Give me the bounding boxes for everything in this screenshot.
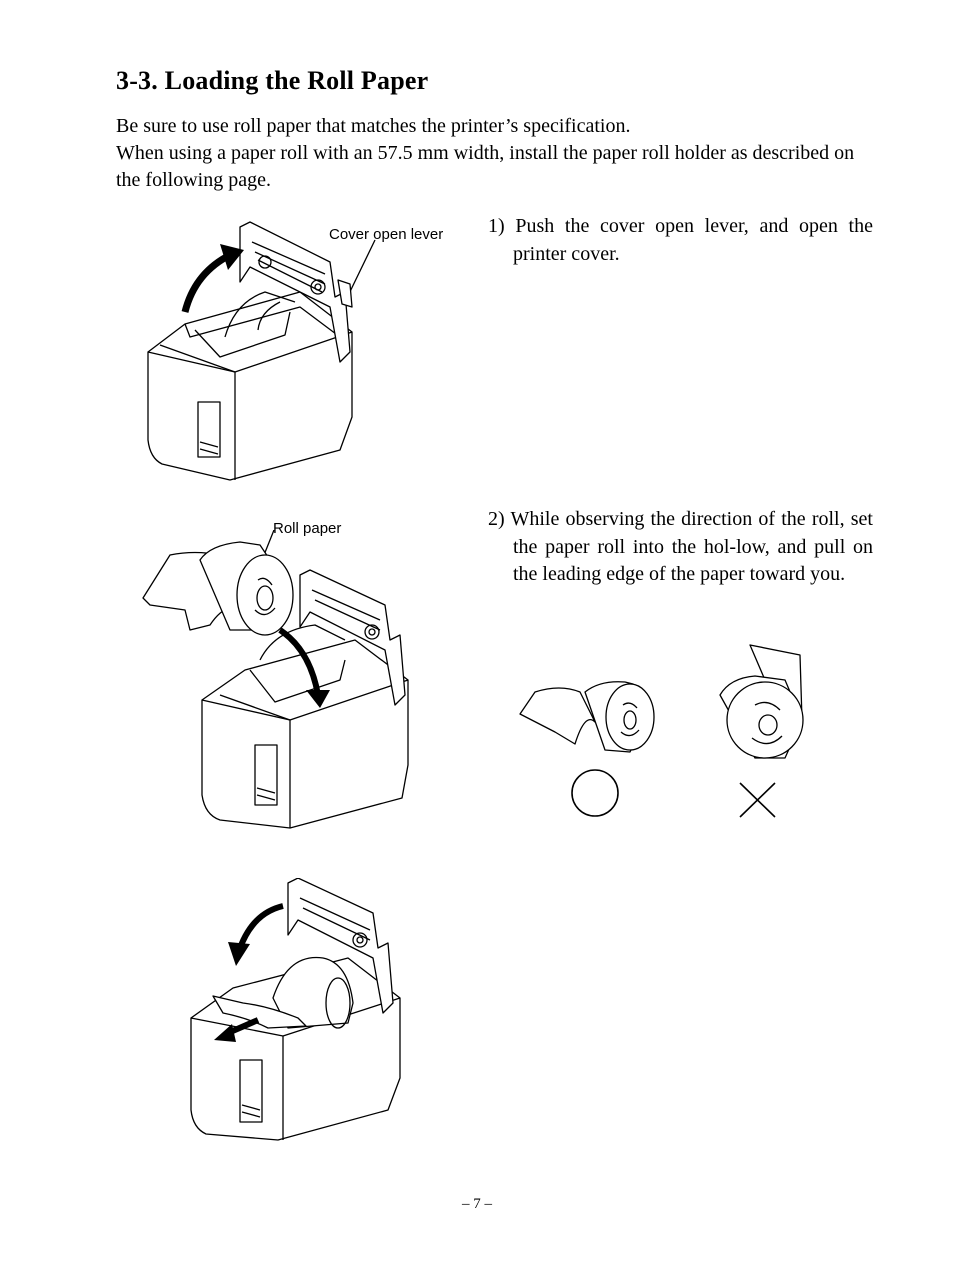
- step-1-text: 1) Push the cover open lever, and open t…: [488, 215, 873, 265]
- intro-line-2: When using a paper roll with an 57.5 mm …: [116, 142, 855, 191]
- step-2-text: 2) While observing the direction of the …: [488, 508, 873, 585]
- printer-open-cover-illustration: [140, 212, 470, 487]
- insert-roll-paper-illustration: [140, 530, 420, 830]
- section-title: 3-3. Loading the Roll Paper: [116, 66, 429, 95]
- cover-open-lever-label: Cover open lever: [329, 226, 444, 243]
- ok-circle-icon: [572, 770, 618, 816]
- roll-paper-label: Roll paper: [273, 520, 342, 537]
- roll-correct-orientation-illustration: [515, 672, 665, 822]
- intro-line-1: Be sure to use roll paper that matches t…: [116, 115, 631, 137]
- roll-incorrect-orientation-illustration: [710, 640, 810, 820]
- intro-text: Be sure to use roll paper that matches t…: [116, 113, 856, 194]
- page-number: – 7 –: [462, 1196, 492, 1212]
- pull-paper-close-cover-illustration: [188, 878, 408, 1143]
